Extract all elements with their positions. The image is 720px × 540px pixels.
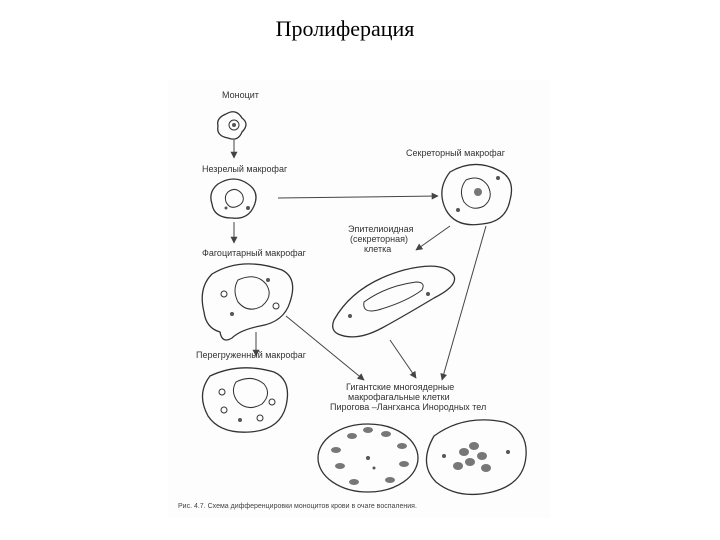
- epithelioid-cell: [332, 265, 456, 338]
- secretory-macrophage-cell: [441, 163, 513, 226]
- immature-macrophage-cell: [210, 178, 257, 219]
- label-immature-macrophage: Незрелый макрофаг: [202, 164, 288, 174]
- monocyte-cell: [217, 111, 247, 140]
- label-overloaded-macrophage: Перегруженный макрофаг: [196, 350, 307, 360]
- arrow-phagocytic-giant: [285, 315, 365, 381]
- figure-caption: Рис. 4.7. Схема дифференцировки моноцито…: [178, 503, 417, 510]
- overloaded-macrophage-cell: [201, 367, 289, 433]
- label-epithelioid-line1: Эпителиоидная: [348, 224, 414, 234]
- arrow-immature-secretory: [277, 192, 439, 200]
- foreign-body-giant-cell: [425, 419, 527, 496]
- label-giant-line2: макрофагальные клетки: [348, 392, 450, 402]
- arrow-secretory-giant: [440, 225, 487, 381]
- langhans-giant-cell: [317, 423, 419, 493]
- arrow-epithelioid-giant: [389, 339, 417, 379]
- label-monocyte: Моноцит: [222, 90, 259, 100]
- label-secretory-macrophage: Секреторный макрофаг: [406, 148, 506, 158]
- label-phagocytic-macrophage: Фагоцитарный макрофаг: [202, 248, 307, 258]
- label-giant-line3: Пирогова –Лангханса Инородных тел: [330, 402, 486, 412]
- arrow-secretory-epithelioid: [415, 225, 451, 251]
- phagocytic-macrophage-cell: [201, 263, 294, 341]
- label-epithelioid-line3: клетка: [364, 244, 391, 254]
- label-giant-line1: Гигантские многоядерные: [346, 382, 454, 392]
- label-epithelioid-line2: (секреторная): [350, 234, 408, 244]
- monocyte-differentiation-diagram: Моноцит Незрелый макрофаг Секреторный ма…: [178, 90, 527, 510]
- differentiation-figure: Моноцит Незрелый макрофаг Секреторный ма…: [168, 80, 550, 518]
- slide-title: Пролиферация: [275, 16, 415, 41]
